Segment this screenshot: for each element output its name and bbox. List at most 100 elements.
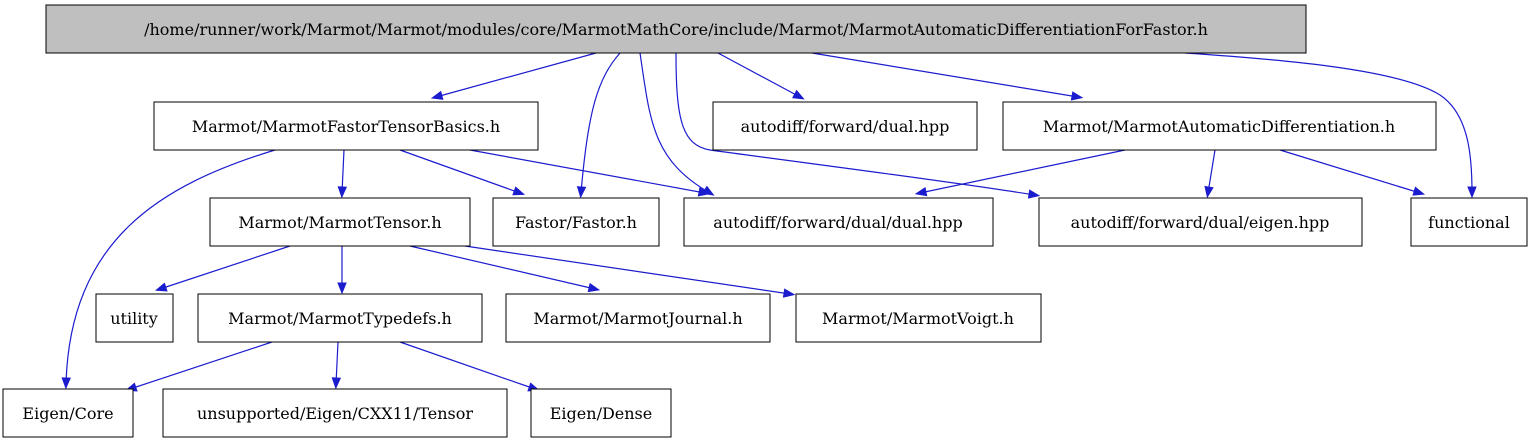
node-fastor-tensor-basics[interactable]: Marmot/MarmotFastorTensorBasics.h [153,101,539,151]
node-fastor[interactable]: Fastor/Fastor.h [492,197,660,247]
edge-line [65,149,276,385]
edge-root-to-functional [1184,52,1477,199]
edge-fastor-tensor-basics-to-eigen-core [61,149,276,390]
edge-marmot-typedefs-to-eigen-cxx11-tensor [331,341,342,390]
edge-line [399,149,521,194]
edge-line [919,149,1126,194]
edge-line [335,341,339,385]
arrow-head-icon [512,186,526,196]
node-marmot-journal-box [505,293,771,343]
edge-line [1207,149,1216,194]
edge-line [399,341,536,390]
arrow-head-icon [1027,189,1041,199]
node-eigen-cxx11-tensor-box [162,388,508,438]
edge-marmot-automatic-differentiation-to-autodiff-dual-eigen [1204,149,1216,199]
arrow-head-icon [331,377,342,390]
node-marmot-tensor[interactable]: Marmot/MarmotTensor.h [209,197,471,247]
node-marmot-voigt[interactable]: Marmot/MarmotVoigt.h [795,293,1042,343]
node-marmot-typedefs-box [197,293,483,343]
edge-line [129,341,273,390]
node-eigen-cxx11-tensor-label: unsupported/Eigen/CXX11/Tensor [197,404,473,423]
node-fastor-box [492,197,660,247]
node-eigen-dense[interactable]: Eigen/Dense [530,388,672,438]
arrow-head-icon [914,187,928,197]
node-autodiff-forward-dual-hpp[interactable]: autodiff/forward/dual.hpp [712,101,978,151]
edge-line [159,245,291,290]
node-autodiff-dual-dual-label: autodiff/forward/dual/dual.hpp [713,213,962,232]
node-marmot-journal[interactable]: Marmot/MarmotJournal.h [505,293,771,343]
arrow-head-icon [430,90,444,100]
edge-fastor-tensor-basics-to-fastor [399,149,526,196]
arrow-head-icon [1070,91,1084,101]
edge-line [469,149,706,194]
node-utility[interactable]: utility [95,293,174,343]
node-marmot-tensor-box [209,197,471,247]
node-autodiff-forward-dual-hpp-label: autodiff/forward/dual.hpp [741,117,950,136]
node-marmot-journal-label: Marmot/MarmotJournal.h [533,309,742,328]
node-functional[interactable]: functional [1410,197,1528,247]
node-marmot-automatic-differentiation-label: Marmot/MarmotAutomaticDifferentiation.h [1043,117,1395,136]
edge-fastor-tensor-basics-to-marmot-tensor [337,149,348,199]
edge-root-to-autodiff-dual-eigen [675,52,1041,199]
node-functional-label: functional [1428,213,1510,232]
edge-line [435,52,597,98]
node-root-label: /home/runner/work/Marmot/Marmot/modules/… [144,20,1208,39]
edge-marmot-tensor-to-utility [154,245,291,292]
edge-marmot-automatic-differentiation-to-functional [1279,149,1426,196]
node-root-box [45,4,1307,54]
edge-root-to-autodiff-forward-dual-hpp [717,52,805,100]
edge-marmot-automatic-differentiation-to-autodiff-dual-dual [914,149,1126,197]
edge-line [717,52,801,98]
arrow-head-icon [576,186,587,199]
node-eigen-dense-box [530,388,672,438]
edge-line [639,52,711,194]
node-marmot-typedefs[interactable]: Marmot/MarmotTypedefs.h [197,293,483,343]
edge-root-to-fastor-tensor-basics [430,52,597,100]
node-fastor-label: Fastor/Fastor.h [515,213,637,232]
edge-marmot-tensor-to-marmot-typedefs [337,246,347,295]
edge-marmot-typedefs-to-eigen-core [124,341,273,392]
arrow-head-icon [1412,186,1426,196]
arrow-head-icon [154,282,168,292]
node-autodiff-dual-eigen[interactable]: autodiff/forward/dual/eigen.hpp [1038,197,1363,247]
node-autodiff-dual-eigen-box [1038,197,1363,247]
node-autodiff-dual-dual[interactable]: autodiff/forward/dual/dual.hpp [683,197,994,247]
node-marmot-voigt-label: Marmot/MarmotVoigt.h [822,309,1014,328]
edge-line [811,52,1079,98]
edge-line [675,52,1036,196]
arrow-head-icon [61,377,71,390]
edge-line [1184,52,1473,194]
edge-line [409,245,596,290]
edge-line [464,245,791,295]
edge-marmot-typedefs-to-eigen-dense [399,341,541,392]
node-fastor-tensor-basics-label: Marmot/MarmotFastorTensorBasics.h [192,117,500,136]
node-eigen-core-label: Eigen/Core [22,404,113,423]
edge-line [341,149,345,194]
node-eigen-cxx11-tensor[interactable]: unsupported/Eigen/CXX11/Tensor [162,388,508,438]
edge-marmot-tensor-to-marmot-voigt [464,245,796,298]
node-eigen-core[interactable]: Eigen/Core [2,388,134,438]
arrow-head-icon [1467,186,1477,199]
node-functional-box [1410,197,1528,247]
node-marmot-automatic-differentiation[interactable]: Marmot/MarmotAutomaticDifferentiation.h [1002,101,1437,151]
node-eigen-core-box [2,388,134,438]
arrow-head-icon [337,282,347,295]
node-marmot-automatic-differentiation-box [1002,101,1437,151]
arrow-head-icon [587,282,601,293]
arrow-head-icon [697,187,711,197]
node-marmot-typedefs-label: Marmot/MarmotTypedefs.h [228,309,452,328]
nodes-layer: /home/runner/work/Marmot/Marmot/modules/… [2,4,1528,438]
arrow-head-icon [1204,185,1214,199]
edge-root-to-marmot-automatic-differentiation [811,52,1084,101]
edge-root-to-fastor [576,52,621,199]
edge-line [1279,149,1421,194]
arrow-head-icon [782,288,796,298]
node-autodiff-dual-eigen-label: autodiff/forward/dual/eigen.hpp [1071,213,1330,232]
node-autodiff-forward-dual-hpp-box [712,101,978,151]
edge-marmot-tensor-to-marmot-journal [409,245,601,293]
node-root[interactable]: /home/runner/work/Marmot/Marmot/modules/… [45,4,1307,54]
node-utility-box [95,293,174,343]
edge-fastor-tensor-basics-to-autodiff-dual-dual [469,149,711,197]
node-eigen-dense-label: Eigen/Dense [550,404,652,423]
edges-layer [61,52,1477,392]
